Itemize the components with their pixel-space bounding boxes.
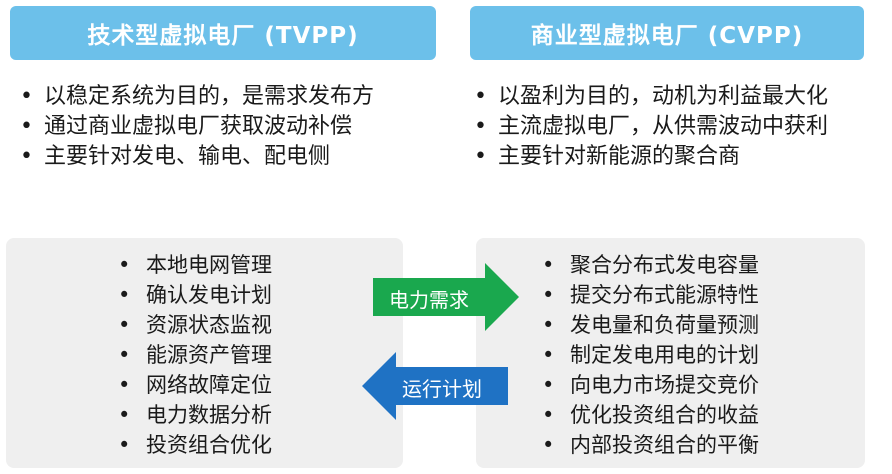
- cvpp-description-item: 主要针对新能源的聚合商: [470, 142, 828, 172]
- left-arrow-shape: [362, 352, 508, 420]
- tvpp-function-item: 能源资产管理: [112, 340, 272, 370]
- tvpp-function-item: 本地电网管理: [112, 250, 272, 280]
- tvpp-function-item: 电力数据分析: [112, 400, 272, 430]
- tvpp-function-list: 本地电网管理 确认发电计划 资源状态监视 能源资产管理 网络故障定位 电力数据分…: [112, 250, 272, 460]
- left-arrow-icon: [362, 352, 508, 420]
- cvpp-function-item: 聚合分布式发电容量: [536, 250, 759, 280]
- right-arrow-shape: [373, 263, 519, 331]
- cvpp-description-item: 以盈利为目的，动机为利益最大化: [470, 82, 828, 112]
- power-demand-arrow: 电力需求: [373, 263, 519, 331]
- cvpp-description-list: 以盈利为目的，动机为利益最大化 主流虚拟电厂，从供需波动中获利 主要针对新能源的…: [470, 82, 828, 172]
- cvpp-function-item: 优化投资组合的收益: [536, 400, 759, 430]
- tvpp-header-title: 技术型虚拟电厂 (TVPP): [87, 23, 359, 49]
- cvpp-function-item: 制定发电用电的计划: [536, 340, 759, 370]
- cvpp-header-title: 商业型虚拟电厂 (CVPP): [530, 23, 804, 49]
- tvpp-function-item: 确认发电计划: [112, 280, 272, 310]
- right-arrow-icon: [373, 263, 519, 331]
- cvpp-description-item: 主流虚拟电厂，从供需波动中获利: [470, 112, 828, 142]
- power-demand-label: 电力需求: [389, 288, 469, 312]
- tvpp-function-item: 投资组合优化: [112, 430, 272, 460]
- tvpp-description-item: 主要针对发电、输电、配电侧: [16, 142, 374, 172]
- cvpp-function-item: 提交分布式能源特性: [536, 280, 759, 310]
- cvpp-function-list: 聚合分布式发电容量 提交分布式能源特性 发电量和负荷量预测 制定发电用电的计划 …: [536, 250, 759, 460]
- operation-plan-label: 运行计划: [402, 377, 482, 401]
- tvpp-description-item: 通过商业虚拟电厂获取波动补偿: [16, 112, 374, 142]
- cvpp-function-item: 向电力市场提交竞价: [536, 370, 759, 400]
- cvpp-function-item: 内部投资组合的平衡: [536, 430, 759, 460]
- tvpp-description-list: 以稳定系统为目的，是需求发布方 通过商业虚拟电厂获取波动补偿 主要针对发电、输电…: [16, 82, 374, 172]
- cvpp-function-item: 发电量和负荷量预测: [536, 310, 759, 340]
- cvpp-header: 商业型虚拟电厂 (CVPP): [470, 6, 864, 60]
- tvpp-function-item: 网络故障定位: [112, 370, 272, 400]
- tvpp-function-item: 资源状态监视: [112, 310, 272, 340]
- tvpp-header: 技术型虚拟电厂 (TVPP): [10, 6, 436, 60]
- operation-plan-arrow: 运行计划: [362, 352, 508, 420]
- tvpp-description-item: 以稳定系统为目的，是需求发布方: [16, 82, 374, 112]
